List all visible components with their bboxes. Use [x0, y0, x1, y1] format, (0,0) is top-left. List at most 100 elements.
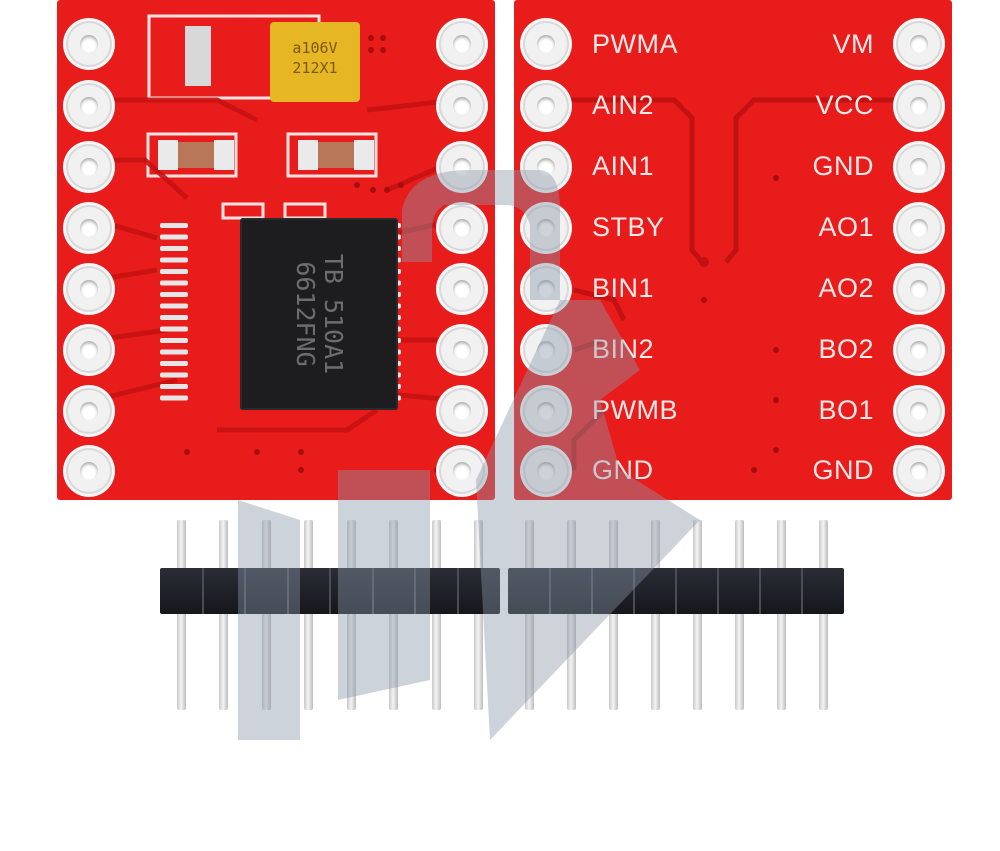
pin-label: AIN2 [592, 90, 655, 120]
pin-label: PWMA [592, 29, 678, 59]
header-pin [474, 520, 484, 710]
chip-pin [160, 372, 188, 378]
pin-label: AO1 [818, 212, 874, 242]
chip-body: TB 510A1 6612FNG [240, 218, 398, 410]
solder-pad [66, 388, 112, 434]
driver-chip: TB 510A1 6612FNG [212, 218, 427, 410]
chip-marking-line-2: 6612FNG [291, 261, 320, 367]
solder-pad [66, 83, 112, 129]
header-pin [818, 520, 828, 710]
header-segment-divider [675, 568, 677, 614]
header-pin [431, 520, 441, 710]
solder-pad [439, 266, 485, 312]
chip-pin [160, 234, 188, 240]
solder-pad [66, 266, 112, 312]
capacitor-marking-line-2: 212X1 [292, 59, 338, 77]
header-pin [608, 520, 618, 710]
header-segment-divider [456, 568, 459, 614]
chip-pin [160, 338, 188, 343]
header-segment-divider [286, 568, 289, 614]
pin-label: VCC [815, 90, 874, 120]
chip-pin [160, 303, 188, 309]
solder-pad [523, 327, 569, 373]
header-segment-divider [329, 568, 331, 614]
pin-label: BO2 [818, 334, 874, 364]
chip-pin [160, 326, 188, 332]
header-pin [734, 520, 744, 710]
pin-label: PWMB [592, 395, 678, 425]
solder-pad [523, 83, 569, 129]
pin-label: BIN1 [592, 273, 655, 303]
solder-pad [896, 327, 942, 373]
solder-pad [896, 83, 942, 129]
chip-marking-line-1: TB 510A1 [319, 253, 348, 375]
header-pin [304, 520, 314, 710]
header-pin [566, 520, 576, 710]
solder-pad [439, 448, 485, 494]
solder-pad [523, 388, 569, 434]
pin-label: AIN1 [592, 151, 655, 181]
solder-pad [66, 327, 112, 373]
solder-pad [66, 448, 112, 494]
solder-pad [439, 205, 485, 251]
back-pcb [514, 0, 952, 500]
chip-pin [160, 292, 188, 297]
pin-label: GND [812, 455, 874, 485]
capacitor-marking: a106V 212X1 [270, 38, 360, 78]
solder-pad [439, 83, 485, 129]
header-segment-divider [591, 568, 593, 614]
solder-pad [523, 205, 569, 251]
chip-pin [160, 315, 188, 320]
solder-pad [523, 21, 569, 67]
solder-pad [523, 448, 569, 494]
header-segment-divider [759, 568, 761, 614]
header-pin [389, 520, 399, 710]
header-pin [650, 520, 660, 710]
solder-pad [523, 266, 569, 312]
header-segment-divider [717, 568, 719, 614]
header-segment-divider [244, 568, 246, 614]
header-segment-divider [633, 568, 635, 614]
pin-label: AO2 [818, 273, 874, 303]
header-pin [776, 520, 786, 710]
header-segment-divider [371, 568, 374, 614]
chip-pin [160, 384, 188, 389]
pin-label: GND [592, 455, 654, 485]
header-pin [524, 520, 534, 710]
chip-pin [160, 280, 188, 286]
chip-pin [160, 269, 188, 274]
solder-pad [439, 388, 485, 434]
solder-pad [439, 144, 485, 190]
pin-header-left [160, 520, 500, 710]
chip-pin [160, 349, 188, 355]
solder-pad [896, 21, 942, 67]
header-segment-divider [549, 568, 551, 614]
solder-pad [896, 448, 942, 494]
header-segment-divider [201, 568, 204, 614]
solder-pad [439, 21, 485, 67]
header-segment-divider [801, 568, 803, 614]
chip-pin [160, 361, 188, 366]
header-pin [219, 520, 229, 710]
solder-pad [66, 205, 112, 251]
chip-pin [160, 257, 188, 263]
chip-pin [160, 246, 188, 251]
header-pin [261, 520, 271, 710]
solder-pad [896, 266, 942, 312]
tantalum-capacitor: a106V 212X1 [270, 22, 360, 102]
pin-label: BIN2 [592, 334, 655, 364]
solder-pad [523, 144, 569, 190]
pin-label: BO1 [818, 395, 874, 425]
solder-pad [439, 327, 485, 373]
pin-header-right [508, 520, 844, 710]
solder-pad [896, 205, 942, 251]
header-pin [176, 520, 186, 710]
header-segment-divider [414, 568, 416, 614]
pin-label: GND [812, 151, 874, 181]
capacitor-marking-line-1: a106V [292, 39, 338, 57]
header-pin [346, 520, 356, 710]
pin-label: VM [832, 29, 874, 59]
solder-pad [66, 144, 112, 190]
chip-pin [160, 395, 188, 401]
